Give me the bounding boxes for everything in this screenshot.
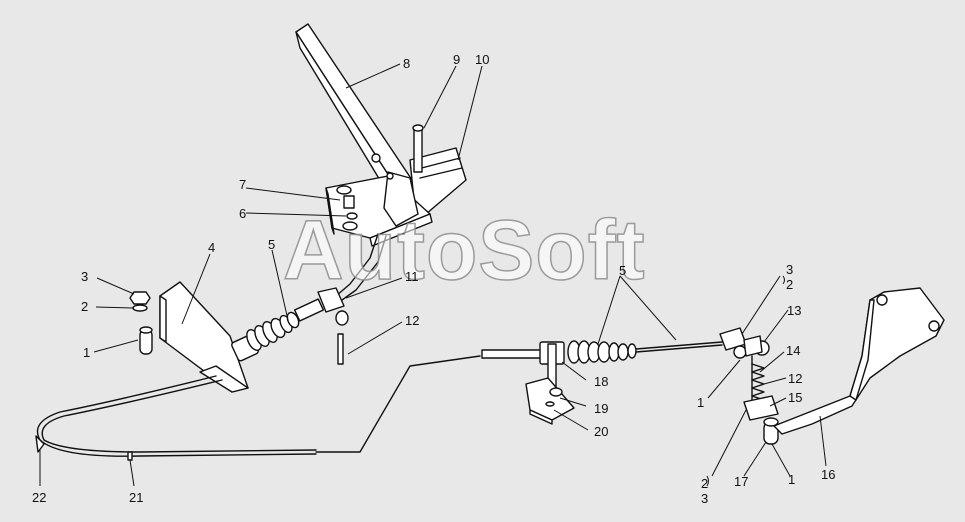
callout-1-right: 1	[697, 395, 705, 410]
cable-wire	[35, 355, 481, 461]
pin-12-center	[337, 333, 344, 365]
nut-3-left	[129, 291, 151, 305]
callout-4: 4	[208, 240, 216, 255]
callout-12-right: 12	[788, 371, 803, 386]
lever-15	[743, 395, 779, 421]
callout-2-left: 2	[81, 299, 89, 314]
callout-19: 19	[594, 401, 609, 416]
callout-10: 10	[475, 52, 490, 67]
leader-lines	[39, 63, 827, 487]
callout-8: 8	[403, 56, 411, 71]
pedal-lever	[295, 23, 417, 197]
spring-14	[751, 363, 765, 401]
callout-18: 18	[594, 374, 609, 389]
callout-3-left: 3	[81, 269, 89, 284]
callout-12-center: 12	[405, 313, 420, 328]
callout-22: 22	[32, 490, 47, 505]
bracket-20	[525, 377, 575, 421]
callout-1-left: 1	[83, 345, 91, 360]
callout-5-left: 5	[268, 237, 276, 252]
pedal-assembly	[295, 23, 467, 326]
washer-2-left	[132, 304, 148, 312]
callout-2-bottom: 2	[701, 476, 709, 491]
callout-17: 17	[734, 474, 749, 489]
bolt-9	[413, 127, 423, 173]
callout-11: 11	[405, 269, 419, 284]
clevis-11	[317, 287, 345, 313]
callout-16: 16	[821, 467, 836, 482]
callout-20: 20	[594, 424, 609, 439]
bellows-center	[567, 340, 637, 364]
callout-5-right: 5	[619, 263, 627, 278]
callout-7: 7	[239, 177, 247, 192]
callout-15: 15	[788, 390, 803, 405]
callout-6: 6	[239, 206, 247, 221]
left-cable-sheath	[231, 298, 325, 362]
center-rod	[481, 349, 543, 359]
callout-3-right: 3	[786, 262, 794, 277]
callout-3-bottom: 3	[701, 491, 709, 506]
watermark: AutoSoft	[282, 203, 646, 297]
left-bracket-group	[129, 281, 249, 393]
bracket-4	[159, 281, 249, 393]
center-cable-group	[481, 340, 723, 425]
callout-2-right: 2	[786, 277, 794, 292]
pedal-arm	[335, 233, 379, 297]
bellows-left	[246, 311, 300, 351]
callout-14: 14	[786, 343, 801, 358]
callout-13: 13	[787, 303, 802, 318]
callout-9: 9	[453, 52, 461, 67]
callout-21: 21	[129, 490, 144, 505]
callout-1-bottom: 1	[788, 472, 796, 487]
right-linkage-group	[719, 287, 945, 445]
